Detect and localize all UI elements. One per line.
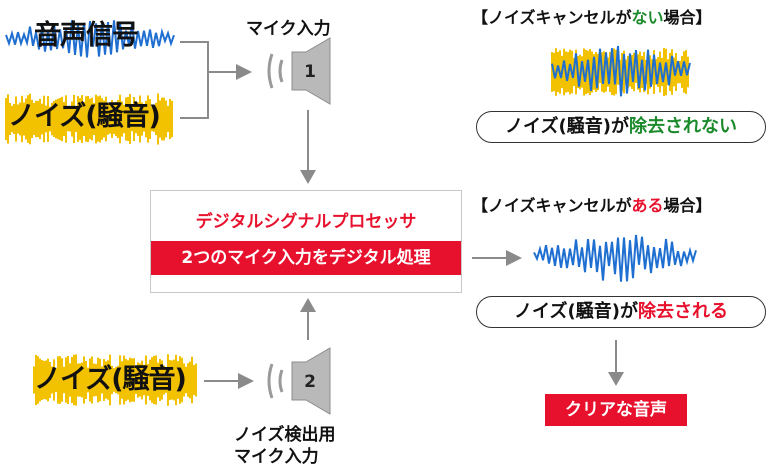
without-nc-title-highlight: ない: [631, 8, 664, 27]
arrow-noise-to-mic2-head: [238, 373, 254, 389]
with-nc-title-suffix: 場合】: [663, 196, 712, 215]
digital-signal-processor-box: デジタルシグナルプロセッサ 2つのマイク入力をデジタル処理: [150, 190, 462, 293]
with-nc-result-prefix: ノイズ(騒音)が: [514, 301, 638, 322]
without-nc-result: ノイズ(騒音)が除去されない: [476, 111, 766, 143]
clear-voice-output: クリアな音声: [545, 394, 687, 426]
mic1-caption: マイク入力: [246, 19, 331, 39]
noise-band-top: [5, 93, 173, 145]
with-nc-title-highlight: ある: [631, 196, 664, 215]
dsp-description: 2つのマイク入力をデジタル処理: [151, 241, 461, 275]
with-nc-title-prefix: 【ノイズキャンセルが: [472, 196, 632, 215]
without-nc-title: 【ノイズキャンセルがない場合】: [472, 4, 712, 28]
audio-signal-wave: [5, 20, 175, 58]
without-nc-title-prefix: 【ノイズキャンセルが: [472, 8, 632, 27]
audio-signal-label: 音声信号: [34, 20, 139, 51]
arrow-mic2-to-dsp-head: [300, 298, 316, 312]
noise-input-label-bottom: ノイズ(騒音): [34, 364, 187, 395]
microphone-2-icon: [267, 347, 331, 415]
noise-band-bottom: [33, 354, 197, 406]
input-merge-connector: [180, 41, 238, 119]
with-nc-title: 【ノイズキャンセルがある場合】: [472, 192, 712, 216]
microphone-1-icon: [267, 37, 331, 105]
arrow-to-clear-voice-head: [608, 372, 624, 386]
mic1-number: 1: [304, 62, 316, 82]
with-nc-result-highlight: 除去される: [637, 301, 728, 322]
dsp-title: デジタルシグナルプロセッサ: [195, 212, 417, 232]
mic2-number: 2: [304, 372, 316, 392]
without-nc-result-prefix: ノイズ(騒音)が: [505, 116, 629, 137]
arrow-dsp-to-output-head: [506, 250, 522, 266]
mic2-caption-line2: マイク入力: [234, 447, 319, 467]
without-nc-title-suffix: 場合】: [663, 8, 712, 27]
noise-input-label-top: ノイズ(騒音): [8, 101, 161, 132]
mic2-caption-line1: ノイズ検出用: [234, 425, 336, 445]
arrow-to-mic1-head: [236, 64, 252, 80]
without-nc-result-highlight: 除去されない: [628, 116, 737, 137]
arrow-mic1-to-dsp-head: [300, 170, 316, 184]
mixed-signal-wave: [551, 45, 691, 97]
with-nc-result: ノイズ(騒音)が除去される: [476, 296, 766, 328]
clean-signal-wave: [533, 234, 697, 282]
